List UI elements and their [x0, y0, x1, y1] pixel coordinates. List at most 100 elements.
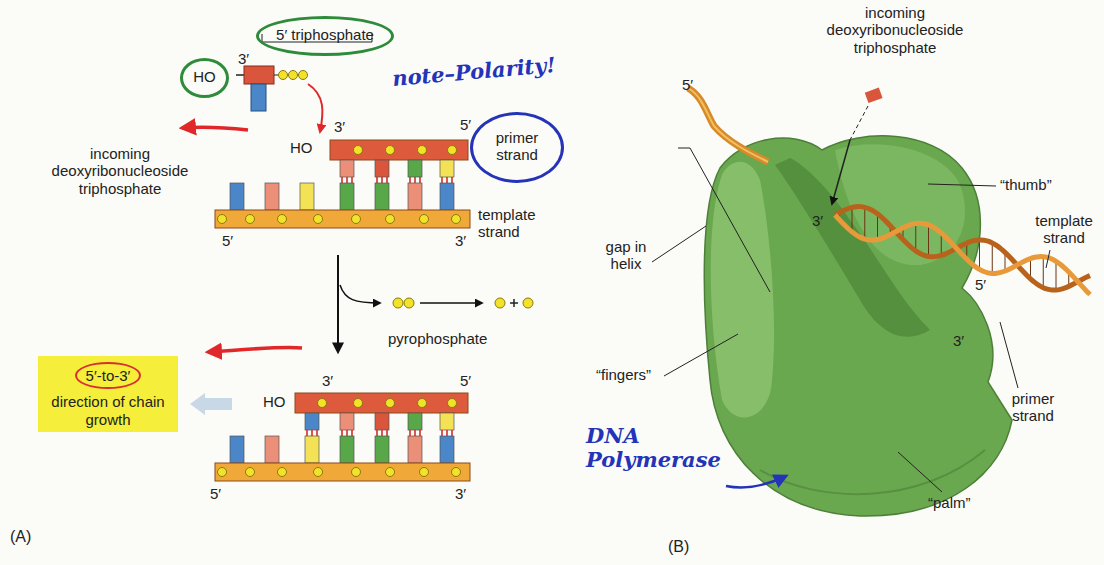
leader-lines	[1000, 322, 1018, 388]
dna-strands	[215, 210, 470, 228]
part-label: 3′	[812, 212, 823, 229]
incoming-nucleotide	[236, 74, 244, 76]
part-label: HO	[263, 393, 286, 410]
dna-polymerase	[775, 158, 930, 337]
dna-strands	[386, 430, 388, 436]
leader-lines	[678, 148, 770, 292]
reaction-arrow	[404, 298, 414, 308]
dna-strands	[452, 215, 461, 224]
dna-polymerase	[711, 162, 774, 418]
dna-strands	[295, 393, 468, 413]
reaction-arrow	[337, 255, 339, 352]
part-label: 5′	[975, 276, 986, 293]
dna-strands	[218, 215, 227, 224]
dna-strands	[354, 146, 363, 155]
reaction-arrow	[420, 302, 482, 304]
dna-strands	[265, 436, 279, 463]
dna-strands	[386, 146, 395, 155]
dna-strands	[451, 177, 453, 183]
dna-strands	[314, 215, 323, 224]
part-label: primer strand	[1002, 390, 1064, 425]
hand-arrows	[190, 393, 232, 415]
dna-strands	[311, 430, 313, 436]
dna-strands	[215, 463, 470, 481]
dna-strands	[440, 183, 454, 210]
part-label: pyrophosphate	[388, 330, 487, 347]
hand-arrows	[182, 127, 302, 415]
dna-strands	[420, 215, 429, 224]
dna-helix	[877, 214, 878, 240]
dna-strands	[441, 177, 443, 183]
dna-strands	[306, 430, 308, 436]
part-label: 3′	[953, 332, 964, 349]
handwritten-note: note–Polarity!	[391, 53, 556, 91]
circled-label: primer strand	[470, 112, 564, 183]
dna-helix	[979, 240, 980, 270]
dna-strands	[340, 183, 354, 210]
dna-strands	[265, 183, 279, 210]
dna-strands	[381, 177, 383, 183]
part-label: 5′	[460, 372, 471, 389]
dna-strands	[340, 413, 354, 430]
part-label: 5′	[682, 76, 693, 93]
reaction-arrow	[393, 298, 403, 308]
part-label: template strand	[478, 206, 558, 241]
hand-arrows	[182, 127, 248, 130]
dna-strands	[414, 177, 416, 183]
dna-strands	[246, 468, 255, 477]
dna-strands	[341, 430, 343, 436]
dna-strands	[414, 430, 416, 436]
dna-polymerase	[704, 136, 1012, 516]
leader-lines	[850, 106, 868, 140]
leader-lines	[664, 334, 738, 376]
dna-strands	[316, 430, 318, 436]
dna-strands	[440, 413, 454, 430]
part-label: 3′	[334, 118, 345, 135]
handwritten-note: DNA Polymerase	[586, 424, 726, 472]
dna-strands	[354, 399, 363, 408]
dna-strands	[330, 140, 468, 160]
part-label: “palm”	[928, 494, 971, 511]
dna-strands	[375, 413, 389, 430]
part-label: 3′	[238, 50, 249, 67]
dna-strands	[246, 215, 255, 224]
dna-strands	[375, 436, 389, 463]
leader-lines	[652, 88, 1050, 492]
dna-helix	[688, 88, 768, 162]
leader-lines	[726, 476, 786, 488]
part-label: 3′	[455, 232, 466, 249]
dna-strands	[446, 430, 448, 436]
dna-strands	[351, 430, 353, 436]
incoming-nucleotide	[236, 34, 372, 132]
dna-strands	[408, 160, 422, 177]
dna-helix	[688, 88, 768, 162]
dna-strands	[300, 183, 314, 210]
incoming-nucleotide	[299, 71, 308, 80]
dna-strands	[375, 160, 389, 177]
dna-strands	[215, 140, 470, 481]
incoming-nucleotide	[244, 66, 274, 84]
dna-strands	[376, 430, 378, 436]
dna-strands	[408, 183, 422, 210]
dna-helix	[1043, 257, 1044, 288]
circled-label: 5′ triphosphate	[256, 16, 394, 56]
node-text: 5′-to-3′	[86, 367, 131, 384]
incoming-nucleotide	[251, 84, 266, 111]
leader-lines	[832, 140, 850, 204]
dna-strands	[409, 430, 411, 436]
dna-helix	[992, 243, 993, 274]
dna-helix	[688, 88, 1090, 294]
part-label: incoming deoxyribonucleoside triphosphat…	[800, 4, 990, 56]
dna-strands	[351, 177, 353, 183]
dna-strands	[452, 468, 461, 477]
dna-strands	[451, 430, 453, 436]
part-label: 5′	[460, 116, 471, 133]
part-label: 3′	[455, 485, 466, 502]
part-label: 5′	[222, 232, 233, 249]
leader-lines	[1046, 250, 1050, 268]
circled-label: HO	[180, 58, 229, 98]
dna-strands	[352, 468, 361, 477]
dna-strands	[409, 177, 411, 183]
